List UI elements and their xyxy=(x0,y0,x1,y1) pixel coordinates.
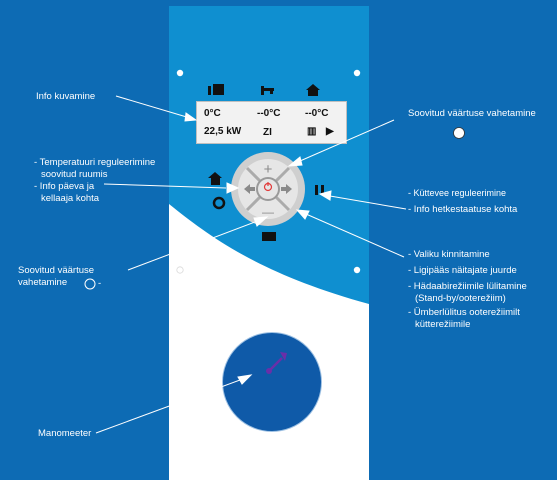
callout-line xyxy=(329,195,407,210)
radiator-side-icon xyxy=(315,185,324,195)
screw-dot xyxy=(353,69,361,77)
ok-button[interactable] xyxy=(256,177,280,201)
label-soovitud-left-line2: vahetamine xyxy=(18,277,68,288)
callout-line xyxy=(299,119,395,162)
boiler-icon xyxy=(208,84,224,95)
callout-line xyxy=(305,213,405,258)
label-ligipaas: - Ligipääs näitajate juurde xyxy=(408,265,517,276)
callout-arrow xyxy=(287,156,303,167)
label-info-paeva-line1: - Info päeva ja xyxy=(34,181,95,192)
tap-icon xyxy=(261,86,274,95)
control-dial[interactable]: + — xyxy=(231,152,305,226)
callout-arrow xyxy=(226,182,240,194)
label-info-hetk: - Info hetkestaatuse kohta xyxy=(408,204,518,215)
screw-dot xyxy=(176,266,184,274)
button-marker-icon xyxy=(84,278,96,290)
plus-button[interactable]: + xyxy=(264,161,273,178)
label-soovitud-left: Soovitud väärtuse vahetamine xyxy=(18,265,94,289)
callout-line xyxy=(115,95,191,119)
heating-icon xyxy=(306,84,320,96)
minus-button[interactable]: — xyxy=(262,205,274,219)
callout-line xyxy=(127,221,256,271)
play-icon: ▶ xyxy=(326,126,334,137)
lcd-display: 0°C --0°C --0°C 22,5 kW ZI ▥ ▶ xyxy=(196,101,347,144)
needle-pivot xyxy=(266,368,272,374)
callout-line xyxy=(95,379,241,434)
manometer-needle xyxy=(268,357,283,372)
label-umberlylitus-line1: - Ümberlülitus ooterežiimilt xyxy=(408,307,520,318)
callout-line xyxy=(103,183,227,189)
label-hadaabi: - Hädaabirežiimile lülitamine (Stand-by/… xyxy=(408,281,527,305)
right-arrow-icon[interactable] xyxy=(281,184,292,194)
label-soovitud-left-line1: Soovitud väärtuse xyxy=(18,265,95,276)
lcd-temp-2: --0°C xyxy=(257,108,281,119)
callout-arrow xyxy=(237,374,253,385)
needle-arrow-icon xyxy=(280,352,287,361)
button-marker-icon xyxy=(453,127,465,139)
dhw-icon xyxy=(212,196,226,210)
bottom-connector-icon xyxy=(262,232,276,241)
screw-dot xyxy=(176,69,184,77)
callout-arrow xyxy=(253,216,269,227)
label-hadaabi-line1: - Hädaabirežiimile lülitamine xyxy=(408,281,527,292)
label-valiku: - Valiku kinnitamine xyxy=(408,249,490,260)
callout-arrow xyxy=(184,112,198,122)
label-temperatuuri-line2: soovitud ruumis xyxy=(41,169,108,180)
label-umberlylitus: - Ümberlülitus ooterežiimilt kütterežiim… xyxy=(408,307,520,331)
manometer xyxy=(222,332,322,432)
house-icon xyxy=(208,172,222,185)
lcd-mode: ZI xyxy=(263,127,272,138)
lcd-temp-3: --0°C xyxy=(305,108,329,119)
lcd-temp-1: 0°C xyxy=(204,108,221,119)
label-info-kuvamine: Info kuvamine xyxy=(36,91,96,102)
label-temperatuuri-line1: - Temperatuuri reguleerimine xyxy=(34,157,156,168)
label-hadaabi-line2: (Stand-by/ooterežiim) xyxy=(415,293,506,304)
dash-marker: - xyxy=(98,278,102,289)
screw-dot xyxy=(353,266,361,274)
label-soovitud-right: Soovitud väärtuse vahetamine xyxy=(408,108,536,119)
label-temperatuuri: - Temperatuuri reguleerimine soovitud ru… xyxy=(34,157,155,205)
callout-arrow xyxy=(318,190,332,201)
radiator-icon: ▥ xyxy=(307,126,317,137)
callout-arrow xyxy=(295,209,310,220)
label-info-paeva-line2: kellaaja kohta xyxy=(41,193,100,204)
left-arrow-icon[interactable] xyxy=(244,184,255,194)
label-kuttevee: - Küttevee reguleerimine xyxy=(408,188,507,198)
label-umberlylitus-line2: kütterežiimile xyxy=(415,319,471,330)
label-manomeeter: Manomeeter xyxy=(38,428,92,439)
lcd-power: 22,5 kW xyxy=(204,126,242,137)
